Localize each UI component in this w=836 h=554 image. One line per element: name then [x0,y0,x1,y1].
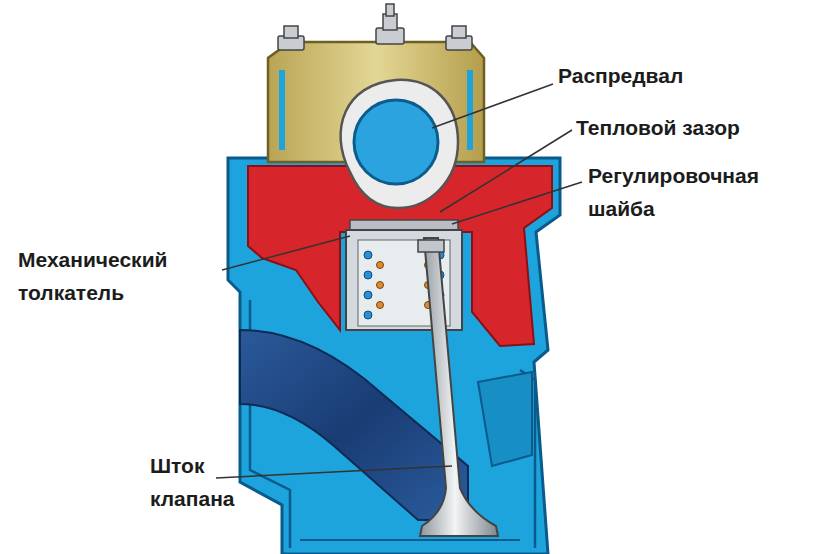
part-label: Распредвал [558,60,818,93]
cylinder-head [228,158,560,554]
part-label: Регулировочная шайба [588,160,803,225]
camshaft [354,100,438,184]
part-label: Механический толкатель [18,244,218,309]
valve [420,238,498,536]
part-label: Шток клапана [150,450,250,515]
part-label: Тепловой зазор [576,112,826,145]
cam-lobe [341,80,458,208]
adjusting-shim [350,220,458,230]
cover-bolts [278,4,472,50]
leader-lines [216,84,582,478]
